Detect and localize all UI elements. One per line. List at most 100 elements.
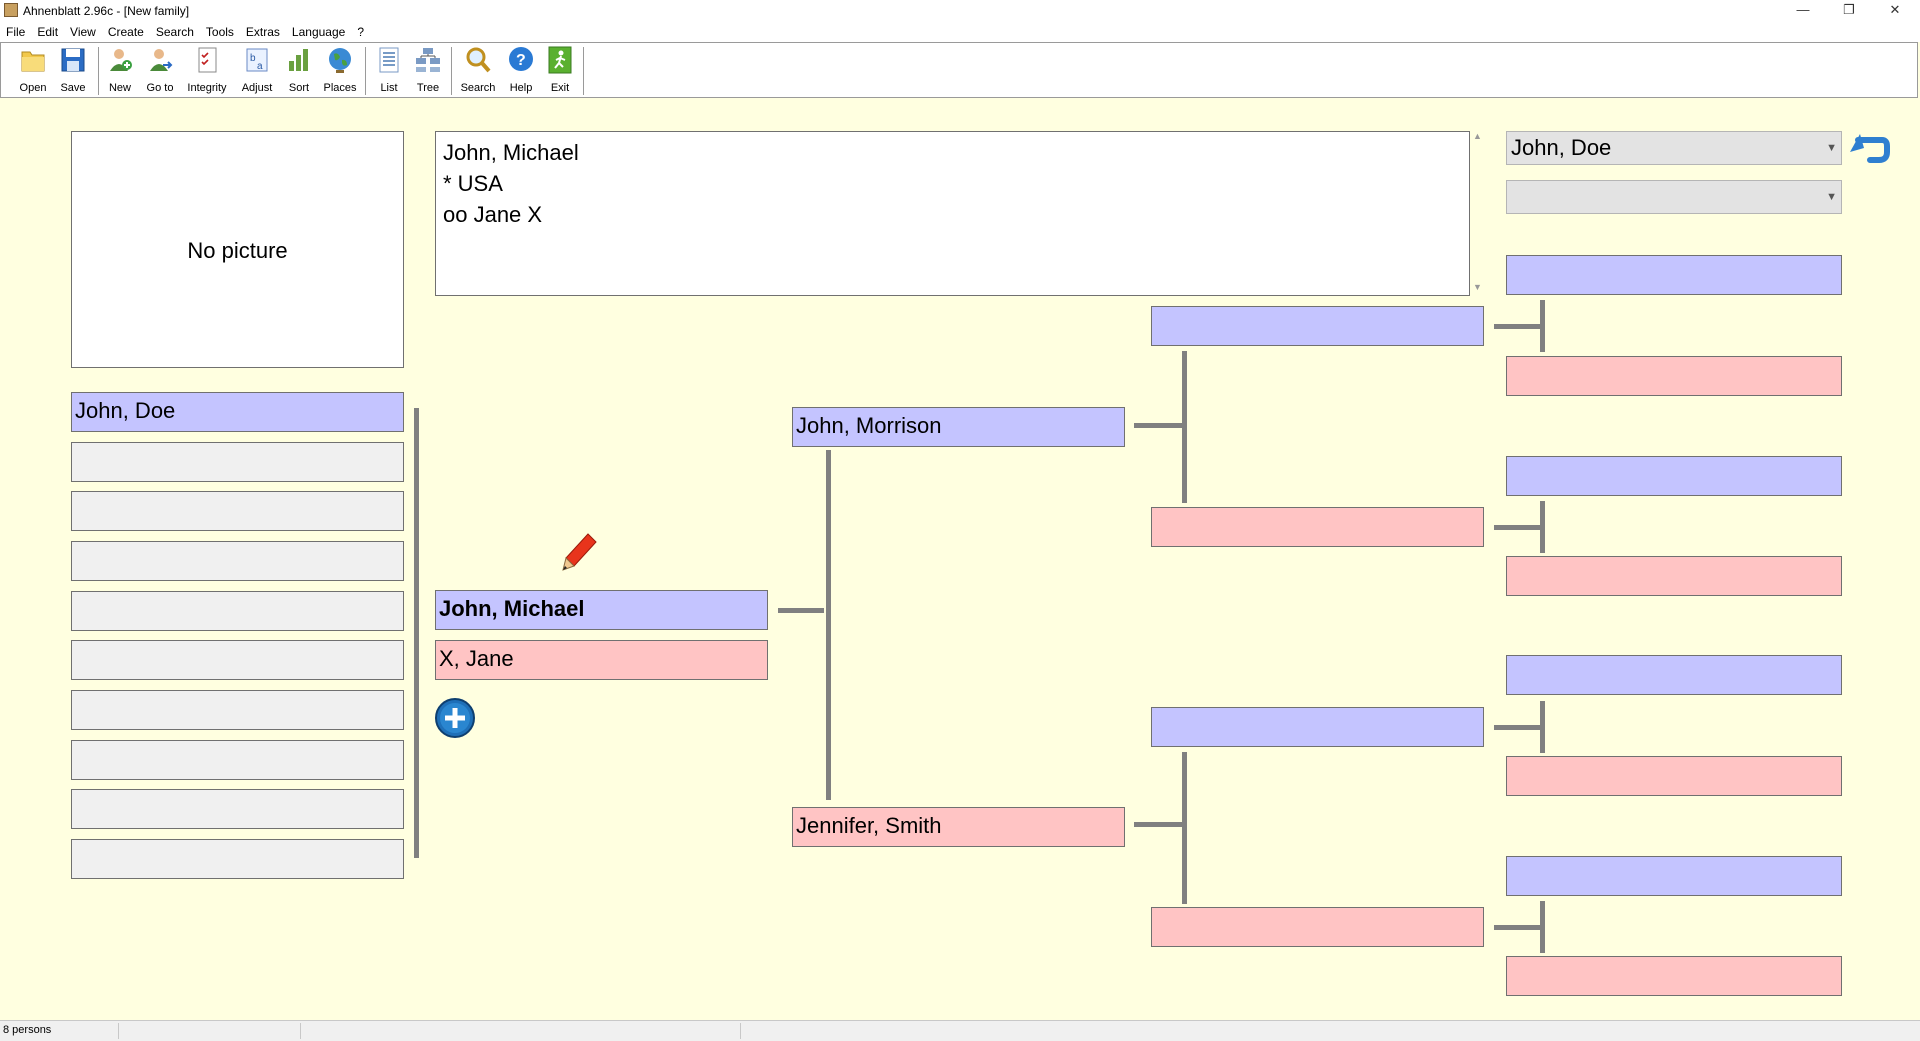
grandparent-box[interactable] [1151,507,1484,547]
chevron-down-icon: ▼ [1826,142,1837,154]
gp-connector [1494,725,1542,730]
child-box-empty[interactable] [71,740,404,780]
ggp-pair-connector [1540,701,1545,753]
status-bar: 8 persons [0,1020,1920,1041]
menu-view[interactable]: View [70,25,96,39]
picture-box[interactable]: No picture [71,131,404,368]
child-box-empty[interactable] [71,640,404,680]
proband-connector [778,608,824,613]
menu-language[interactable]: Language [291,25,346,39]
spouse-box[interactable]: X, Jane [435,640,768,680]
exit-icon [548,46,572,74]
child-box-empty[interactable] [71,541,404,581]
title-bar: Ahnenblatt 2.96c - [New family] — ❐ ✕ [0,0,1920,22]
status-divider [740,1023,741,1039]
status-divider [300,1023,301,1039]
notes-line: John, Michael [443,140,579,165]
close-button[interactable]: ✕ [1889,2,1901,17]
toolbar-separator [365,47,366,95]
great-grandparent-box[interactable] [1506,956,1842,996]
svg-text:?: ? [516,52,526,69]
toolbar-separator [583,47,584,95]
add-spouse-icon[interactable] [434,697,476,739]
checklist-icon [198,47,217,73]
menu-search[interactable]: Search [155,25,194,39]
svg-text:a: a [257,61,263,72]
child-box-empty[interactable] [71,491,404,531]
menu-bar: File Edit View Create Search Tools Extras Langu… [0,22,1920,42]
menu-tools[interactable]: Tools [205,25,234,39]
magnifier-icon [466,47,491,73]
save-button[interactable]: Save [53,45,93,94]
secondary-select[interactable]: ▼ [1506,180,1842,214]
father-box[interactable]: John, Morrison [792,407,1125,447]
scroll-down-arrow[interactable]: ▼ [1473,282,1482,292]
notes-scrollbar[interactable]: ▲ ▼ [1470,131,1486,296]
help-icon: ? [509,47,533,71]
pencil-icon[interactable] [560,530,600,574]
father-connector [1134,423,1184,428]
great-grandparent-box[interactable] [1506,856,1842,896]
help-button[interactable]: ? Help [503,45,539,94]
children-connector [414,408,419,858]
list-icon [379,47,399,73]
no-picture-label: No picture [187,238,288,263]
integrity-button[interactable]: Integrity [182,45,232,94]
grandparent-box[interactable] [1151,907,1484,947]
menu-help-question[interactable]: ? [357,25,364,39]
child-box-empty[interactable] [71,839,404,879]
person-notes[interactable]: John, Michael * USA oo Jane X [435,131,1470,296]
notes-line: * USA [443,171,503,196]
grandparent-box[interactable] [1151,707,1484,747]
menu-edit[interactable]: Edit [37,25,59,39]
menu-create[interactable]: Create [107,25,144,39]
ggp-pair-connector [1540,300,1545,352]
search-button[interactable]: Search [456,45,500,94]
new-button[interactable]: New [101,45,139,94]
gp-connector [1494,324,1542,329]
restore-button[interactable]: ❐ [1843,2,1855,17]
sort-button[interactable]: Sort [281,45,317,94]
great-grandparent-box[interactable] [1506,556,1842,596]
gp-connector [1494,525,1542,530]
places-button[interactable]: Places [319,45,361,94]
person-count: 8 persons [3,1024,52,1036]
child-box-empty[interactable] [71,591,404,631]
paternal-grandparents-connector [1182,351,1187,503]
menu-extras[interactable]: Extras [245,25,280,39]
tree-icon [416,48,440,72]
child-box-empty[interactable] [71,690,404,730]
minimize-button[interactable]: — [1796,2,1810,17]
great-grandparent-box[interactable] [1506,255,1842,295]
exit-button[interactable]: Exit [542,45,578,94]
maternal-grandparents-connector [1182,752,1187,904]
undo-icon[interactable] [1848,130,1890,168]
great-grandparent-box[interactable] [1506,356,1842,396]
gp-connector [1494,925,1542,930]
mother-connector [1134,822,1184,827]
ggp-pair-connector [1540,501,1545,553]
ggp-pair-connector [1540,901,1545,953]
app-icon [4,3,18,17]
grandparent-box[interactable] [1151,306,1484,346]
open-button[interactable]: Open [13,45,53,94]
goto-button[interactable]: Go to [141,45,179,94]
status-divider [118,1023,119,1039]
great-grandparent-box[interactable] [1506,456,1842,496]
child-box-empty[interactable] [71,442,404,482]
mother-box[interactable]: Jennifer, Smith [792,807,1125,847]
proband-box[interactable]: John, Michael [435,590,768,630]
globe-icon [329,48,351,73]
list-button[interactable]: List [371,45,407,94]
child-box[interactable]: John, Doe [71,392,404,432]
great-grandparent-box[interactable] [1506,655,1842,695]
menu-file[interactable]: File [6,25,26,39]
great-grandparent-box[interactable] [1506,756,1842,796]
tree-button[interactable]: Tree [409,45,447,94]
scroll-up-arrow[interactable]: ▲ [1473,131,1482,141]
person-select[interactable]: John, Doe ▼ [1506,131,1842,165]
child-box-empty[interactable] [71,789,404,829]
toolbar-separator [451,47,452,95]
adjust-text-icon: ba [246,48,268,72]
